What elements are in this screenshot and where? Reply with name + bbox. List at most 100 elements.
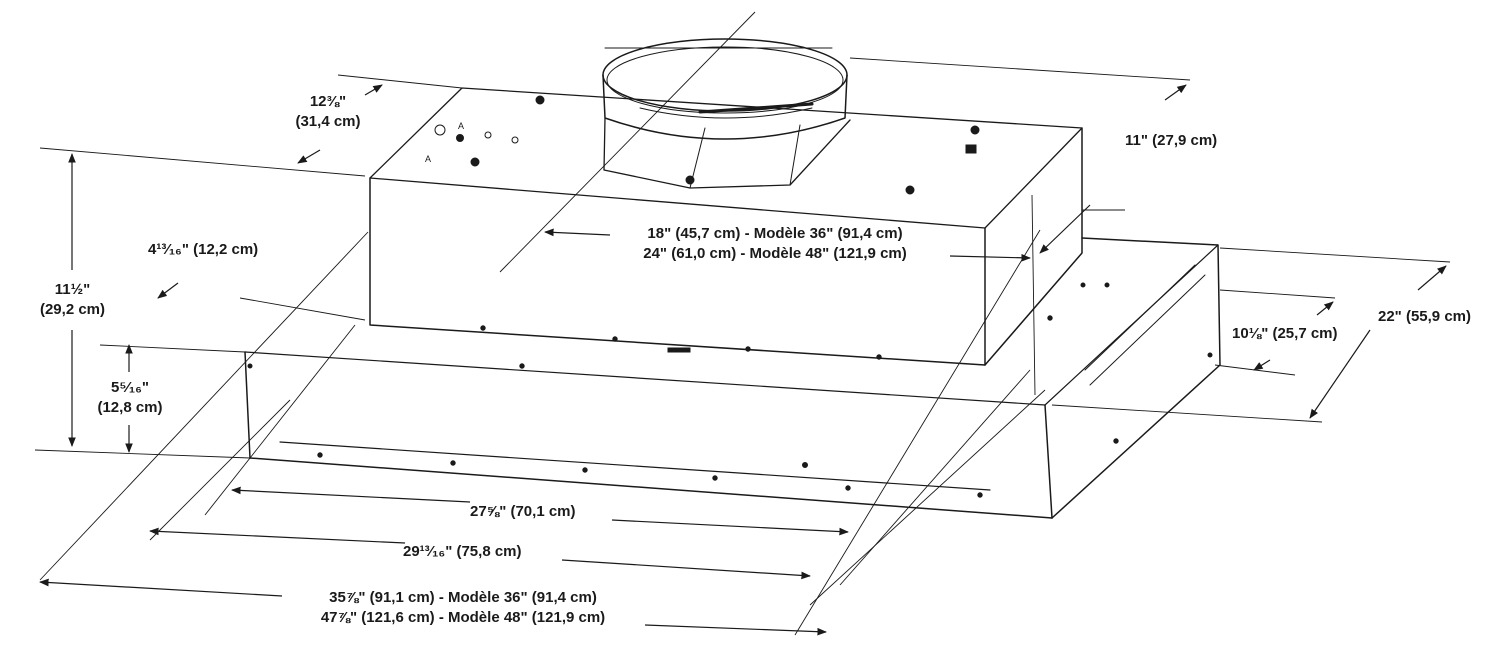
ext-width-outer-left [39,231,369,581]
lower-front-bottom-edge [249,457,1053,519]
dim-overall-width-36: 35⅞" (91,1 cm) - Modèle 36" (91,4 cm) [329,589,597,606]
arrow-12-down [297,149,321,164]
ext-width-mid-left [149,399,291,541]
dim-width-inner: 27⅝" (70,1 cm) [470,503,576,520]
dim-blower-width-48: 24" (61,0 cm) - Modèle 48" (121,9 cm) [643,245,907,262]
dim-lower-height-cm: (12,8 cm) [97,399,163,416]
arrow-18-left [544,228,611,237]
screw-4 [876,354,882,360]
ext-right-22-bottom [1051,404,1323,423]
arrow-29-right [561,559,811,580]
dim-right-depth-inner: 10⅛" (25,7 cm) [1232,325,1338,342]
dim-overall-depth: 22" (55,9 cm) [1378,308,1471,325]
hood-body-lines [244,38,1221,519]
ext-width-inner-left [204,324,356,516]
screw-16 [1113,438,1119,444]
ext-width-inner-right [839,369,1031,586]
dim-front-setback: 4¹³⁄₁₆" (12,2 cm) [148,241,259,258]
screw-1 [480,325,486,331]
dim-lower-height-in: 5⁵⁄₁₆" [110,379,150,396]
front-slot [667,347,691,353]
arrow-35-left [39,578,283,597]
screw-3 [745,346,751,352]
arrow-10-down [1253,359,1271,371]
terminal-label-a2: A [425,154,431,164]
knockout-2 [484,131,492,139]
arrow-22-down [1309,329,1371,419]
lower-right-inner-edge [1084,264,1196,371]
blower-collar-top [602,38,848,112]
arrow-18-right [949,253,1031,262]
dim-top-depth: 12⅜" (31,4 cm) [278,92,378,132]
arrow-22-up [1417,265,1447,291]
ext-blower-right [1031,194,1036,396]
blower-band [639,107,813,119]
knockout-3 [511,136,519,144]
arrow-setback [157,282,179,299]
dim-top-depth-cm: (31,4 cm) [295,113,361,130]
ext-width-outer-right [794,229,1041,636]
screw-18 [247,363,253,369]
blower-slot [698,102,814,114]
blower-collar-inner [606,46,844,114]
stud-5 [970,125,980,135]
dim-blower-width-36: 18" (45,7 cm) - Modèle 36" (91,4 cm) [647,225,903,242]
ext-width-mid-right [809,389,1046,606]
screw-10 [802,462,808,468]
knockout-1 [434,124,446,136]
arrow-11-down [1039,204,1091,254]
upper-box-right [984,127,1083,366]
lower-right-front-side [1044,404,1053,519]
arrow-27-right [611,519,849,536]
arrow-47-right [644,624,827,636]
ext-setback [239,297,366,321]
dimension-arrows [39,84,1447,636]
screw-2 [612,336,618,342]
screw-15 [1104,282,1110,288]
arrow-11-up [1164,84,1187,101]
screw-5 [519,363,525,369]
dim-overall-height: 11½" (29,2 cm) [10,280,135,320]
ext-lower-top [99,344,246,353]
terminal-label-a1: A [458,121,464,131]
ext-height-top [39,147,366,177]
stud-1 [535,95,545,105]
dim-overall-height-in: 11½" [54,281,91,298]
junction-box [965,144,977,154]
lower-front-top-edge [244,351,1046,406]
extension-lines [34,11,1451,636]
arrow-29-left [149,527,406,544]
upper-box-front [369,177,986,366]
fasteners [247,95,1213,498]
stud-2 [470,157,480,167]
screw-13 [1047,315,1053,321]
dim-overall-width: 35⅞" (91,1 cm) - Modèle 36" (91,4 cm) 47… [280,588,646,628]
dim-lower-height: 5⁵⁄₁₆" (12,8 cm) [75,378,185,418]
screw-7 [450,460,456,466]
lower-inner-edge [279,441,991,491]
stud-3 [456,134,464,142]
ext-blower-left [499,11,756,273]
dim-right-top-depth: 11" (27,9 cm) [1125,132,1218,149]
screw-8 [582,467,588,473]
dim-overall-width-48: 47⅞" (121,6 cm) - Modèle 48" (121,9 cm) [320,609,606,626]
blower-transition-crease-2 [789,124,801,186]
ext-height-bottom [34,449,251,459]
stud-6 [905,185,915,195]
ext-top-right [849,57,1191,81]
screw-14 [1080,282,1086,288]
ext-right-22 [1219,247,1451,263]
screw-11 [845,485,851,491]
lower-right-shell [1051,237,1221,519]
screw-9 [712,475,718,481]
dim-overall-height-cm: (29,2 cm) [39,301,106,318]
blower-collar-side [602,74,848,140]
screw-17 [1207,352,1213,358]
dim-blower-width: 18" (45,7 cm) - Modèle 36" (91,4 cm) 24"… [605,224,945,264]
lower-right-inner-edge-2 [1089,274,1206,386]
screw-12 [977,492,983,498]
dim-width-middle: 29¹³⁄₁₆" (75,8 cm) [403,543,522,560]
arrow-27-left [231,486,471,503]
